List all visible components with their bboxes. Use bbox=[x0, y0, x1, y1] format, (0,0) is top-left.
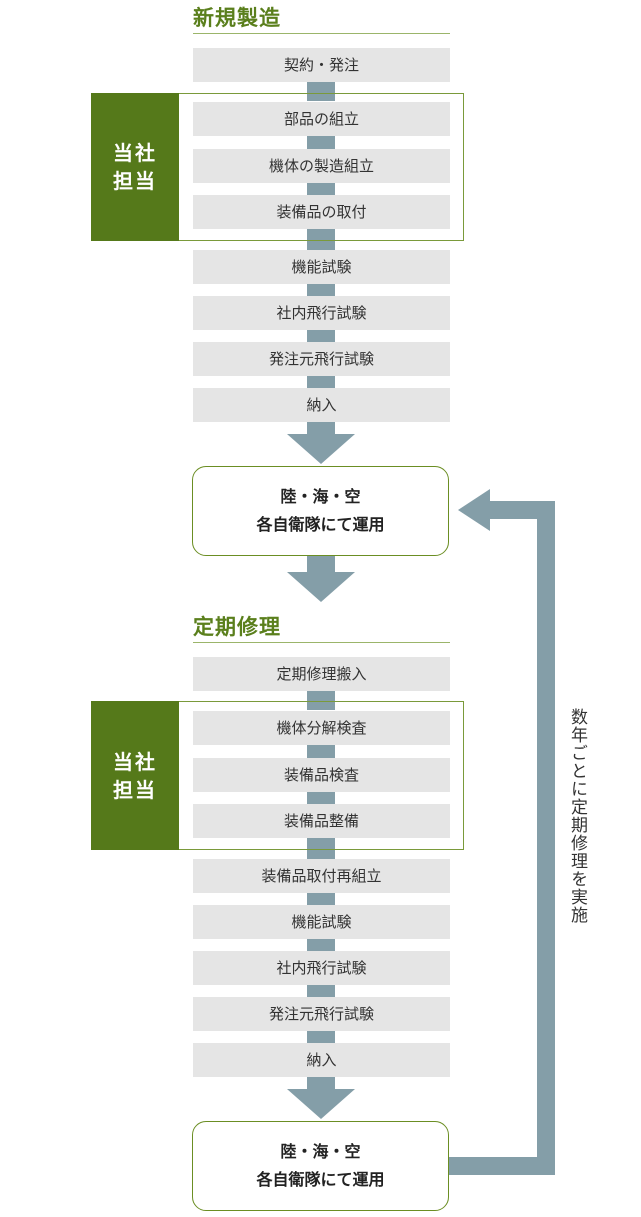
operation-line: 陸・海・空 bbox=[280, 1142, 361, 1161]
step-customer-flight-test: 発注元飛行試験 bbox=[193, 342, 450, 376]
connector-bar bbox=[307, 690, 335, 710]
connector-bar bbox=[307, 183, 335, 197]
connector-bar bbox=[307, 792, 335, 806]
connector-bar bbox=[307, 556, 335, 572]
step-contract-order: 契約・発注 bbox=[193, 48, 450, 82]
step-delivery: 納入 bbox=[193, 1043, 450, 1077]
down-arrow-icon bbox=[287, 1089, 355, 1119]
inhouse-label: 当社 担当 bbox=[91, 701, 179, 850]
connector-bar bbox=[307, 1077, 335, 1089]
step-function-test: 機能試験 bbox=[193, 250, 450, 284]
operation-line: 陸・海・空 bbox=[280, 487, 361, 506]
step-parts-assembly: 部品の組立 bbox=[193, 102, 450, 136]
step-repair-intake: 定期修理搬入 bbox=[193, 657, 450, 691]
connector-bar bbox=[307, 376, 335, 390]
inhouse-label-line: 当社 bbox=[113, 749, 157, 774]
section-title-new-manufacturing: 新規製造 bbox=[193, 3, 450, 34]
connector-bar bbox=[307, 284, 335, 298]
step-function-test: 機能試験 bbox=[193, 905, 450, 939]
operation-line: 各自衛隊にて運用 bbox=[256, 515, 385, 534]
connector-bar bbox=[307, 81, 335, 101]
operation-box: 陸・海・空 各自衛隊にて運用 bbox=[192, 466, 449, 556]
connector-bar bbox=[307, 1031, 335, 1045]
section-title-periodic-repair: 定期修理 bbox=[193, 612, 450, 643]
step-equipment-inspection: 装備品検査 bbox=[193, 758, 450, 792]
step-inhouse-flight-test: 社内飛行試験 bbox=[193, 951, 450, 985]
step-airframe-assembly: 機体の製造組立 bbox=[193, 149, 450, 183]
connector-bar bbox=[307, 330, 335, 344]
connector-bar bbox=[307, 939, 335, 953]
left-arrow-icon bbox=[458, 489, 490, 531]
down-arrow-icon bbox=[287, 572, 355, 602]
operation-box: 陸・海・空 各自衛隊にて運用 bbox=[192, 1121, 449, 1211]
inhouse-label: 当社 担当 bbox=[91, 93, 179, 241]
loop-back-path bbox=[449, 501, 555, 1175]
step-customer-flight-test: 発注元飛行試験 bbox=[193, 997, 450, 1031]
connector-bar bbox=[307, 136, 335, 150]
step-delivery: 納入 bbox=[193, 388, 450, 422]
inhouse-label-line: 当社 bbox=[113, 141, 157, 165]
operation-line: 各自衛隊にて運用 bbox=[256, 1170, 385, 1189]
connector-bar bbox=[307, 893, 335, 907]
step-equipment-install: 装備品の取付 bbox=[193, 195, 450, 229]
inhouse-label-line: 担当 bbox=[113, 777, 157, 802]
step-equipment-reassembly: 装備品取付再組立 bbox=[193, 859, 450, 893]
connector-bar bbox=[307, 745, 335, 759]
loop-label: 数年ごとに定期修理を実施 bbox=[567, 708, 587, 924]
step-equipment-maintenance: 装備品整備 bbox=[193, 804, 450, 838]
inhouse-label-line: 担当 bbox=[113, 169, 157, 193]
connector-bar bbox=[307, 422, 335, 434]
step-airframe-inspection: 機体分解検査 bbox=[193, 711, 450, 745]
connector-bar bbox=[307, 985, 335, 999]
step-inhouse-flight-test: 社内飛行試験 bbox=[193, 296, 450, 330]
down-arrow-icon bbox=[287, 434, 355, 464]
